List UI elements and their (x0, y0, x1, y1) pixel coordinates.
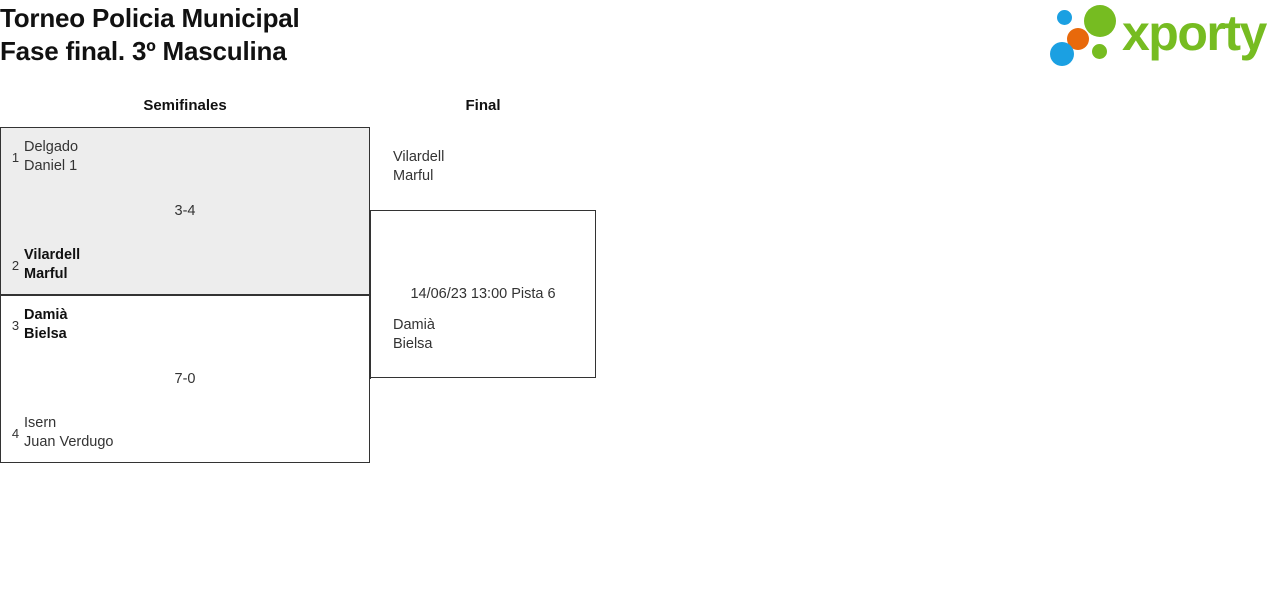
logo-wordmark: xporty (1122, 5, 1267, 61)
participant-names: Vilardell Marful (393, 148, 444, 186)
connector-semifinal-1 (369, 210, 371, 211)
logo-dot-green-large (1084, 5, 1116, 37)
match-final-participant-top[interactable]: Vilardell Marful (370, 148, 596, 186)
participant-names: Damià Bielsa (24, 306, 68, 344)
page-title: Torneo Policia Municipal Fase final. 3º … (0, 2, 300, 68)
participant-names: Delgado Daniel 1 (24, 138, 78, 176)
connector-semifinal-2 (369, 378, 371, 379)
participant-name-line-2: Marful (393, 168, 434, 184)
participant-name-line-1: Damià (393, 317, 435, 333)
participant-name-line-1: Isern (24, 415, 57, 431)
participant-names: Vilardell Marful (24, 246, 80, 284)
page-title-line-1: Torneo Policia Municipal (0, 3, 300, 33)
match-semifinal-2-participant-bottom[interactable]: 4 Isern Juan Verdugo (1, 414, 369, 452)
match-semifinal-1-participant-bottom[interactable]: 2 Vilardell Marful (1, 246, 369, 284)
match-semifinal-1-score: 3-4 (174, 203, 196, 219)
match-semifinal-2[interactable]: 3 Damià Bielsa 4 Isern Juan Verdugo 7-0 (0, 295, 370, 463)
xporty-logo[interactable]: xporty (1048, 4, 1276, 66)
match-semifinal-2-score: 7-0 (174, 371, 196, 387)
match-final-participant-bottom[interactable]: Damià Bielsa (370, 316, 596, 354)
participant-name-line-2: Juan Verdugo (24, 434, 114, 450)
page-header: Torneo Policia Municipal Fase final. 3º … (0, 0, 1280, 80)
logo-dot-blue-small (1057, 10, 1072, 25)
seed-number: 2 (11, 257, 20, 273)
participant-name-line-2: Marful (24, 266, 68, 282)
participant-name-line-1: Delgado (24, 139, 79, 155)
participant-names: Isern Juan Verdugo (24, 414, 114, 452)
participant-name-line-1: Vilardell (393, 149, 445, 165)
participant-name-line-1: Vilardell (24, 247, 81, 263)
page-title-line-2: Fase final. 3º Masculina (0, 36, 287, 66)
participant-name-line-1: Damià (24, 307, 68, 323)
round-heading-semifinals: Semifinales (143, 97, 227, 114)
match-semifinal-2-participant-top[interactable]: 3 Damià Bielsa (1, 306, 369, 344)
logo-dot-green-small (1092, 44, 1107, 59)
match-semifinal-1[interactable]: 1 Delgado Daniel 1 2 Vilardell Marful 3-… (0, 127, 370, 295)
logo-dot-blue-large (1050, 42, 1074, 66)
logo-dots-icon (1048, 4, 1120, 66)
seed-number: 1 (11, 149, 20, 165)
participant-name-line-2: Bielsa (393, 336, 433, 352)
match-final-schedule: 14/06/23 13:00 Pista 6 (410, 286, 556, 302)
match-semifinal-1-participant-top[interactable]: 1 Delgado Daniel 1 (1, 138, 369, 176)
participant-names: Damià Bielsa (393, 316, 435, 354)
round-heading-final: Final (465, 97, 501, 114)
seed-number: 3 (11, 317, 20, 333)
logo-dot-orange (1067, 28, 1089, 50)
participant-name-line-2: Daniel 1 (24, 158, 78, 174)
seed-number: 4 (11, 425, 20, 441)
participant-name-line-2: Bielsa (24, 326, 67, 342)
